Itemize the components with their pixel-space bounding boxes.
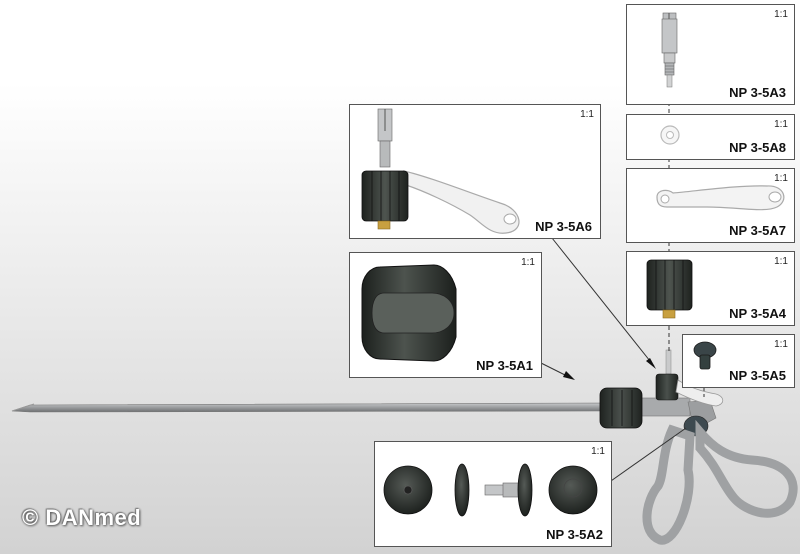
scale-label: 1:1: [580, 109, 594, 120]
panel-np-3-5a6: 1:1 NP 3-5A6: [349, 104, 601, 239]
scale-label: 1:1: [774, 173, 788, 184]
scale-label: 1:1: [774, 339, 788, 350]
scale-label: 1:1: [521, 257, 535, 268]
danmed-watermark: © DANmed: [22, 505, 142, 530]
part-code: NP 3-5A4: [729, 306, 786, 321]
part-code: NP 3-5A3: [729, 85, 786, 100]
washer-image: [660, 125, 680, 145]
leader-line-a2: [600, 427, 687, 489]
scale-label: 1:1: [591, 446, 605, 457]
part-code: NP 3-5A8: [729, 140, 786, 155]
scale-label: 1:1: [774, 256, 788, 267]
panel-np-3-5a8: 1:1 NP 3-5A8: [626, 114, 795, 160]
part-code: NP 3-5A2: [546, 527, 603, 542]
knob-image: [646, 259, 693, 319]
panel-np-3-5a3: 1:1 NP 3-5A3: [626, 4, 795, 105]
seal-parts-image: [383, 463, 598, 517]
part-code: NP 3-5A1: [476, 358, 533, 373]
leader-line-a6: [551, 237, 655, 367]
scale-label: 1:1: [774, 9, 788, 20]
rotation-knob-image: [361, 264, 457, 362]
panel-np-3-5a1: 1:1 NP 3-5A1: [349, 252, 542, 378]
screw-cap-image: [693, 341, 717, 370]
part-code: NP 3-5A5: [729, 368, 786, 383]
panel-np-3-5a4: 1:1 NP 3-5A4: [626, 251, 795, 326]
knob-lever-assembly-image: [361, 108, 520, 234]
scale-label: 1:1: [774, 119, 788, 130]
lever-image: [656, 185, 785, 211]
panel-np-3-5a2: 1:1 NP 3-5A2: [374, 441, 612, 547]
panel-np-3-5a7: 1:1 NP 3-5A7: [626, 168, 795, 243]
part-code: NP 3-5A6: [535, 219, 592, 234]
tip-insert-image: [661, 12, 678, 88]
part-code: NP 3-5A7: [729, 223, 786, 238]
panel-np-3-5a5: 1:1 NP 3-5A5: [682, 334, 795, 388]
